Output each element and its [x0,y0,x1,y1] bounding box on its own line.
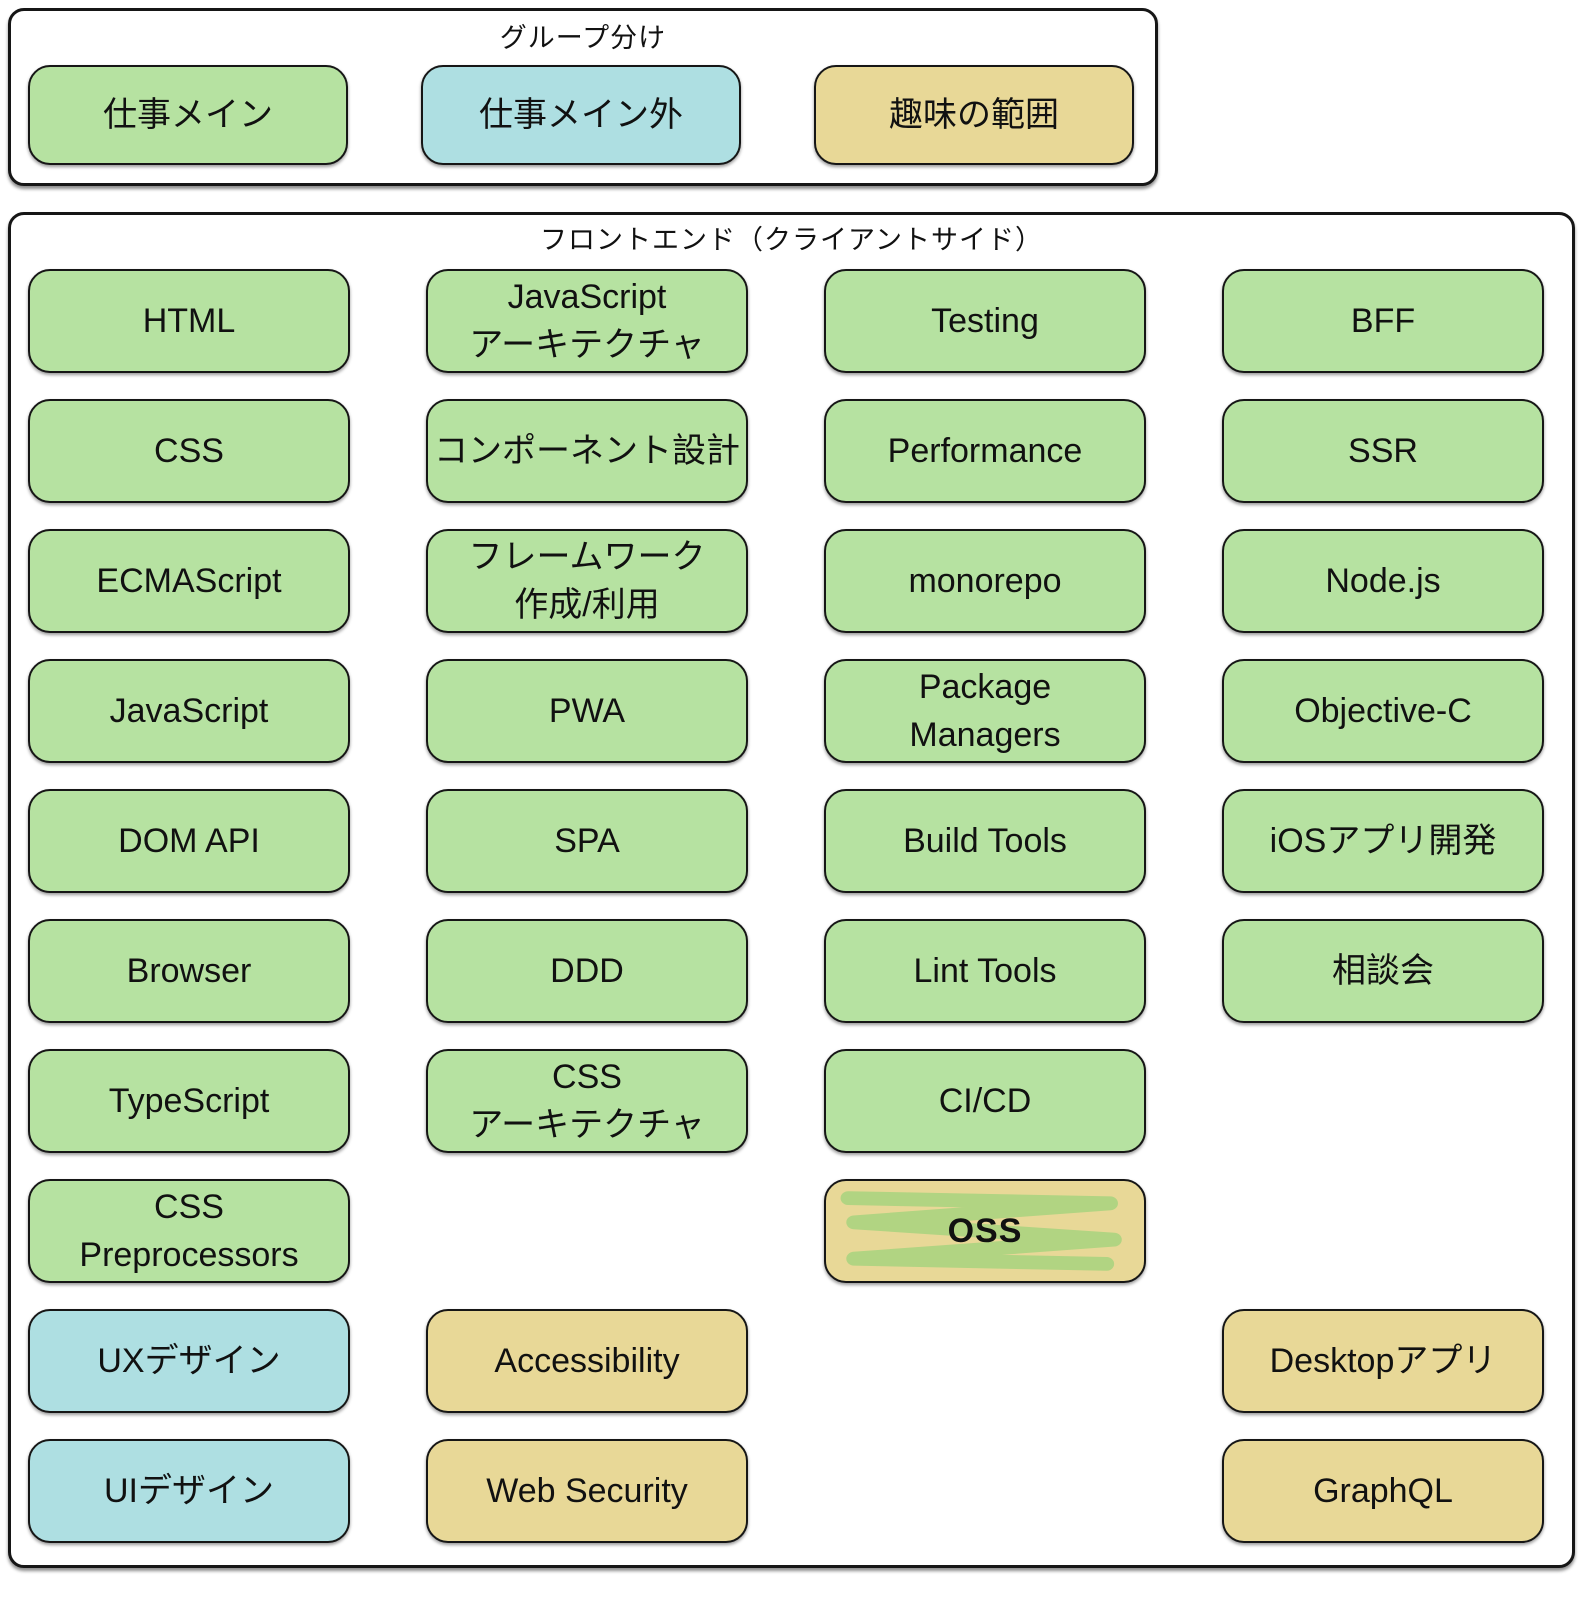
legend-box: 趣味の範囲 [814,65,1134,165]
skill-box-label: CI/CD [938,1081,1032,1120]
skill-box-label: JavaScript [109,691,269,730]
skill-box: CSS [28,399,350,503]
skill-box: monorepo [824,529,1146,633]
skill-box-label: 仕事メイン [103,95,273,134]
skill-box-label: Desktopアプリ [1269,1341,1497,1380]
skill-box: JavaScript [28,659,350,763]
skill-grid: HTML CSS ECMAScript JavaScript DOM API B… [11,257,1572,1543]
skill-box: Package Managers [824,659,1146,763]
frontend-panel-title: フロントエンド（クライアントサイド） [540,225,1043,255]
skill-box: UXデザイン [28,1309,350,1413]
skill-box-label: JavaScript アーキテクチャ [469,277,705,364]
legend-box: 仕事メイン外 [421,65,741,165]
skill-box: JavaScript アーキテクチャ [426,269,748,373]
skill-box-label: monorepo [908,561,1062,600]
skill-box: GraphQL [1222,1439,1544,1543]
skill-box: Browser [28,919,350,1023]
skill-box: ECMAScript [28,529,350,633]
frontend-panel: フロントエンド（クライアントサイド） HTML CSS ECMAScript J… [8,212,1575,1568]
skill-box-label: Node.js [1325,561,1441,600]
skill-box-label: DDD [550,951,624,990]
skill-box: DOM API [28,789,350,893]
skill-box: コンポーネント設計 [426,399,748,503]
legend-row: 仕事メイン 仕事メイン外 趣味の範囲 [11,65,1155,165]
skill-box-label: Objective-C [1294,691,1472,730]
skill-box-label: CSS アーキテクチャ [469,1057,705,1144]
skill-box-label: SSR [1348,431,1418,470]
skill-box: Lint Tools [824,919,1146,1023]
skill-box: UIデザイン [28,1439,350,1543]
skill-box-label: Performance [887,431,1083,470]
skill-box-label: Package Managers [909,667,1061,754]
skill-box-label: iOSアプリ開発 [1269,821,1497,860]
skill-box-label: Accessibility [494,1341,680,1380]
skill-box: CI/CD [824,1049,1146,1153]
skill-box-label: Browser [126,951,252,990]
marker-scribble-icon [840,1191,1122,1271]
skill-box: Desktopアプリ [1222,1309,1544,1413]
skill-box: Web Security [426,1439,748,1543]
skill-box: CSS Preprocessors [28,1179,350,1283]
skill-box: Accessibility [426,1309,748,1413]
skill-box-label: BFF [1350,301,1416,340]
skill-box: Node.js [1222,529,1544,633]
skill-map-page: グループ分け 仕事メイン 仕事メイン外 趣味の範囲 フロントエンド（クライアント… [0,8,1583,1568]
legend-panel: グループ分け 仕事メイン 仕事メイン外 趣味の範囲 [8,8,1158,186]
skill-box: Performance [824,399,1146,503]
skill-box: TypeScript [28,1049,350,1153]
skill-box: SSR [1222,399,1544,503]
skill-box-label: Testing [931,301,1039,340]
skill-box: Objective-C [1222,659,1544,763]
skill-box: SPA [426,789,748,893]
skill-box-label: Lint Tools [913,951,1057,990]
legend-box: 仕事メイン [28,65,348,165]
skill-box: 相談会 [1222,919,1544,1023]
skill-box-label: CSS [154,431,224,470]
skill-box-label: SPA [554,821,620,860]
skill-box: Testing [824,269,1146,373]
skill-box-label: フレームワーク 作成/利用 [468,537,706,624]
skill-box: CSS アーキテクチャ [426,1049,748,1153]
skill-box-label: 仕事メイン外 [479,95,683,134]
skill-box-label: GraphQL [1313,1471,1453,1510]
skill-box-label: PWA [548,691,626,730]
skill-box-label: UXデザイン [97,1341,281,1380]
skill-box-label: DOM API [118,821,260,860]
skill-box: BFF [1222,269,1544,373]
skill-box: iOSアプリ開発 [1222,789,1544,893]
skill-box-label: Build Tools [903,821,1067,860]
skill-box-label: HTML [142,301,236,340]
skill-box-label: TypeScript [108,1081,270,1120]
skill-box: HTML [28,269,350,373]
skill-box-label: UIデザイン [104,1471,274,1510]
skill-box-label: 趣味の範囲 [889,95,1059,134]
skill-box-label: ECMAScript [96,561,282,600]
legend-title: グループ分け [499,23,667,53]
skill-box-label: コンポーネント設計 [434,431,740,470]
skill-box-label: OSS [947,1211,1023,1250]
skill-box: フレームワーク 作成/利用 [426,529,748,633]
skill-box-label: Web Security [486,1471,688,1510]
skill-box: PWA [426,659,748,763]
skill-box: DDD [426,919,748,1023]
skill-box-label: CSS Preprocessors [79,1187,299,1274]
skill-box: Build Tools [824,789,1146,893]
skill-box-label: 相談会 [1332,951,1434,990]
skill-box: OSS [824,1179,1146,1283]
